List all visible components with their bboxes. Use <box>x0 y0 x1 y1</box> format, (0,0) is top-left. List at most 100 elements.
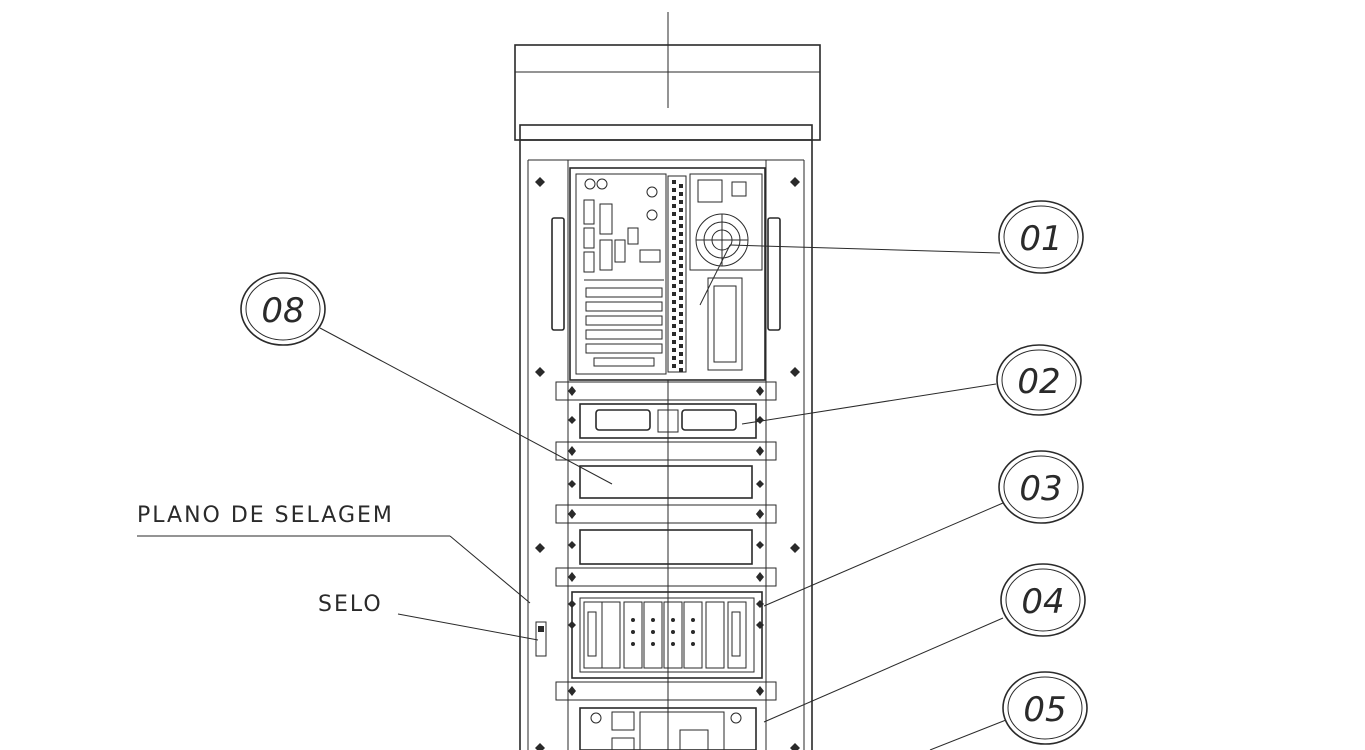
vent-hole <box>679 224 683 228</box>
vent-hole <box>672 268 676 272</box>
vent-hole <box>672 204 676 208</box>
module-card <box>663 601 683 669</box>
fastener <box>535 543 545 553</box>
rail <box>555 381 777 401</box>
fastener <box>790 177 800 187</box>
card-led <box>631 630 635 634</box>
rail-screw <box>568 386 576 396</box>
rail-screw <box>756 386 764 396</box>
patch-panel-02 <box>579 403 757 439</box>
rail-screw <box>568 446 576 456</box>
rail <box>555 504 777 524</box>
card-led <box>631 618 635 622</box>
module-card <box>683 601 703 669</box>
blank-panel-08 <box>579 465 753 499</box>
callout-02-label: 02 <box>1017 362 1060 402</box>
fastener <box>790 543 800 553</box>
vent-hole <box>679 248 683 252</box>
vent-hole <box>679 272 683 276</box>
vent-hole <box>679 344 683 348</box>
rack-rails <box>555 381 777 701</box>
callout-02: 02 <box>996 344 1082 416</box>
rack-screw <box>568 416 576 424</box>
rack-screw <box>568 510 576 518</box>
vent-hole <box>672 228 676 232</box>
vent-hole <box>679 200 683 204</box>
vent-hole <box>672 348 676 352</box>
module-card <box>623 601 643 669</box>
fastener <box>535 743 545 750</box>
vent-hole <box>679 264 683 268</box>
vent-hole <box>679 184 683 188</box>
vent-hole <box>672 196 676 200</box>
card-led <box>671 642 675 646</box>
vent-hole <box>679 256 683 260</box>
rail <box>555 681 777 701</box>
callout-01-label: 01 <box>1019 219 1062 259</box>
card-led <box>691 618 695 622</box>
vent-hole <box>679 336 683 340</box>
card-led <box>651 630 655 634</box>
module-card <box>601 601 621 669</box>
vent-hole <box>672 252 676 256</box>
vent-hole <box>672 260 676 264</box>
vent-hole <box>679 296 683 300</box>
computer-chassis-01 <box>569 167 766 381</box>
card-led <box>671 618 675 622</box>
module-card <box>643 601 663 669</box>
rack-screw <box>756 541 764 549</box>
rack-screw <box>756 480 764 488</box>
module-card <box>705 601 725 669</box>
vent-hole <box>679 216 683 220</box>
callout-03: 03 <box>998 450 1084 524</box>
vent-hole <box>679 360 683 364</box>
rail-screw <box>756 572 764 582</box>
vent-hole <box>679 320 683 324</box>
vent-hole <box>672 340 676 344</box>
fastener <box>790 367 800 377</box>
card-led <box>651 618 655 622</box>
vent-hole <box>672 332 676 336</box>
card-led <box>631 642 635 646</box>
card-led <box>671 630 675 634</box>
equipment-04 <box>579 707 757 750</box>
vent-hole <box>672 212 676 216</box>
vent-hole <box>679 192 683 196</box>
rail-screw <box>756 686 764 696</box>
vent-hole <box>679 368 683 372</box>
callout-03-label: 03 <box>1019 469 1062 509</box>
fastener <box>535 177 545 187</box>
vent-hole <box>672 300 676 304</box>
card-led <box>691 642 695 646</box>
vent-hole <box>679 208 683 212</box>
vent-hole <box>679 352 683 356</box>
module-subrack-03 <box>571 591 763 679</box>
callout-04-label: 04 <box>1021 582 1064 622</box>
vent-hole <box>672 324 676 328</box>
vent-hole <box>672 220 676 224</box>
rack-screw <box>568 541 576 549</box>
vent-hole <box>672 180 676 184</box>
callout-08-label: 08 <box>261 291 304 331</box>
vent-hole <box>672 188 676 192</box>
callout-05-label: 05 <box>1023 690 1066 730</box>
leader-lines <box>137 244 1007 750</box>
rail-screw <box>756 446 764 456</box>
rack-screw <box>756 416 764 424</box>
card-handle <box>587 611 597 657</box>
vent-hole <box>672 284 676 288</box>
vent-hole <box>679 240 683 244</box>
vent-hole <box>679 304 683 308</box>
rail <box>555 567 777 587</box>
card-led <box>691 630 695 634</box>
vent-hole <box>679 232 683 236</box>
fastener <box>790 743 800 750</box>
card-led <box>651 642 655 646</box>
vent-hole <box>672 308 676 312</box>
blank-panel <box>579 529 753 565</box>
vent-hole <box>672 356 676 360</box>
rail-screw <box>568 686 576 696</box>
vent-hole <box>679 312 683 316</box>
fastener <box>535 367 545 377</box>
